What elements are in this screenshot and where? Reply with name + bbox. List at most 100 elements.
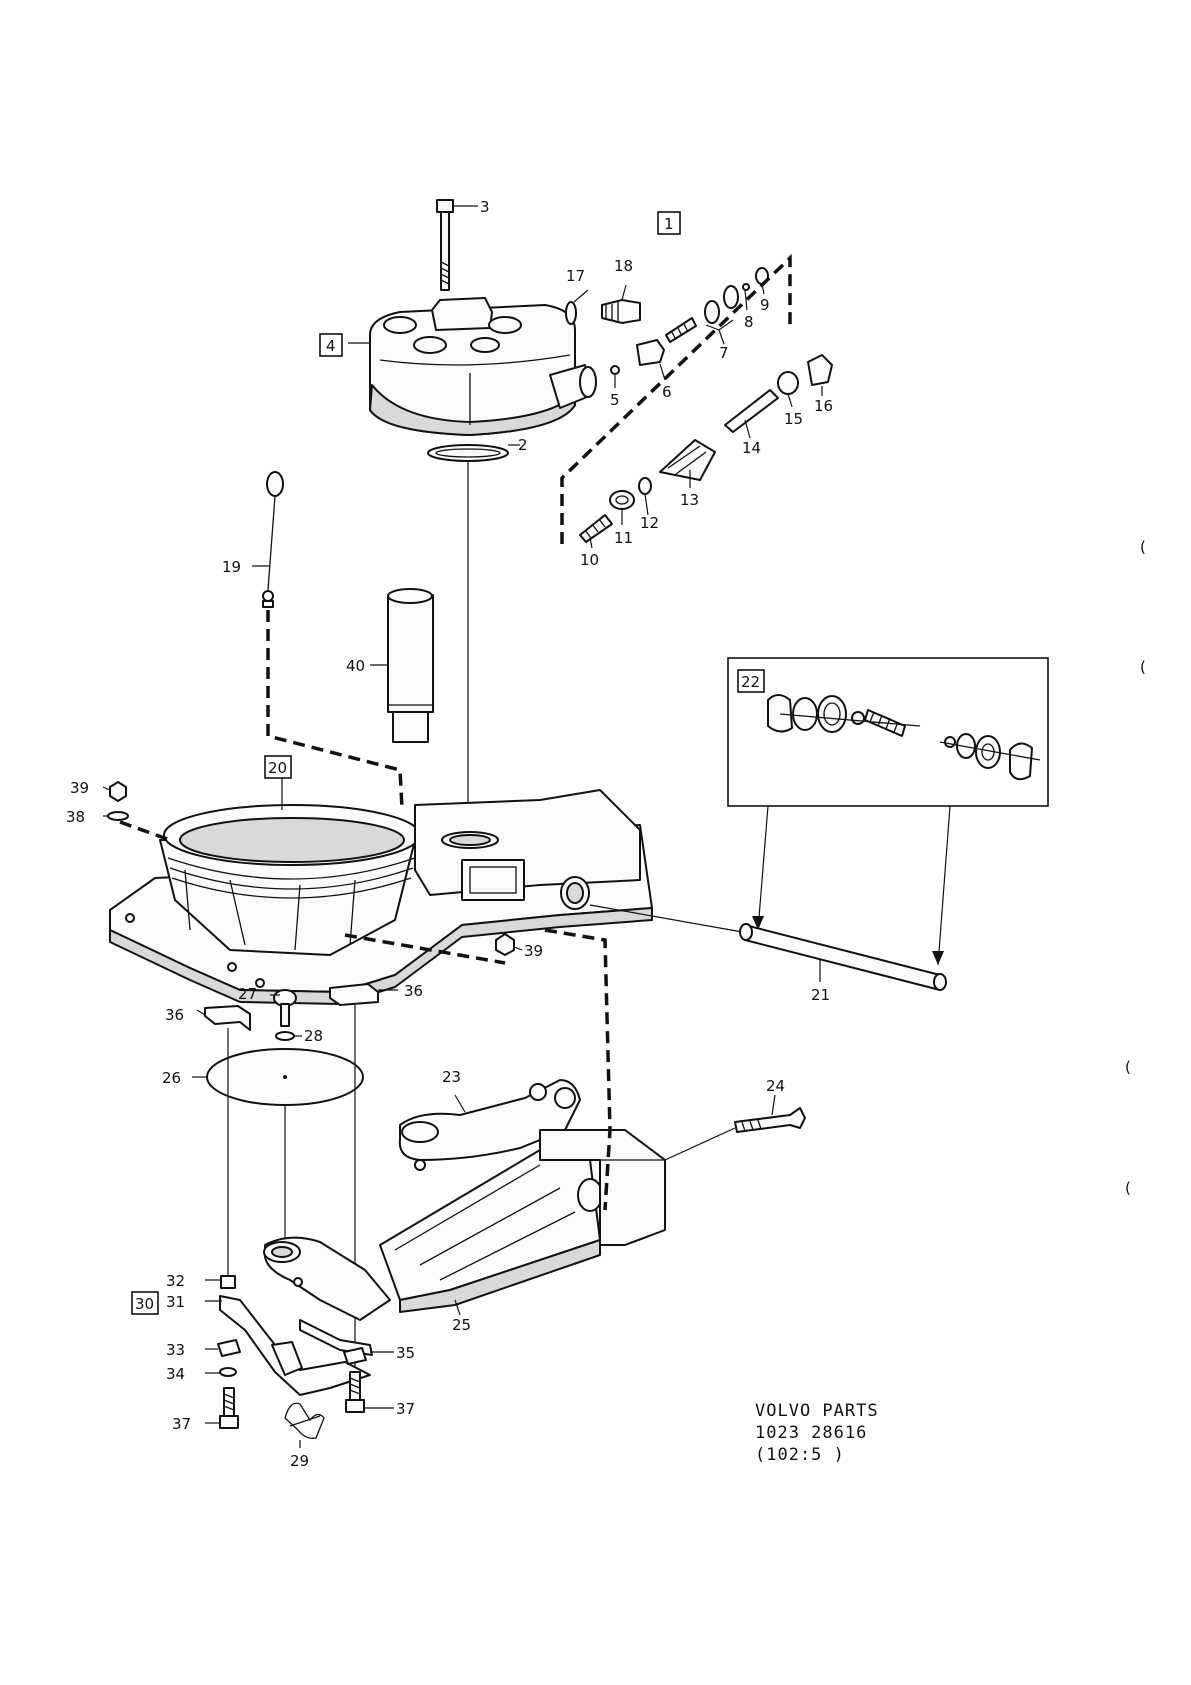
callout-39-right: 39 — [524, 942, 543, 960]
margin-mark: ( — [1125, 1179, 1131, 1197]
nut-right-dashes — [344, 933, 506, 965]
o-ring-2 — [427, 444, 509, 462]
callout-24: 24 — [766, 1077, 785, 1095]
washer-38 — [107, 811, 129, 821]
parts-caption: VOLVO PARTS 1023 28616 (102:5 ) — [755, 1401, 879, 1465]
callout-36-right: 36 — [404, 982, 423, 1000]
callout-labels: 3 1 17 18 4 5 6 7 8 9 2 10 11 12 13 14 1… — [66, 198, 833, 1470]
callout-15: 15 — [784, 410, 803, 428]
callout-30: 30 — [135, 1295, 154, 1313]
washer-17 — [565, 301, 577, 325]
ball-8 — [742, 283, 750, 291]
callout-27: 27 — [238, 985, 257, 1003]
arrow-head-right — [932, 951, 944, 965]
callout-19: 19 — [222, 558, 241, 576]
bolt-37-left — [219, 1387, 239, 1429]
union-nipple-18 — [601, 299, 641, 324]
washer-12 — [638, 477, 652, 495]
spring-kit-22 — [727, 657, 1049, 807]
callout-36-left: 36 — [165, 1006, 184, 1024]
callout-20: 20 — [268, 759, 287, 777]
callout-7: 7 — [719, 344, 729, 362]
margin-marks: ( ( ( ( — [1125, 538, 1146, 1197]
leader-lines — [102, 205, 823, 1448]
bolt-37-right — [345, 1371, 365, 1413]
callout-39-left: 39 — [70, 779, 89, 797]
callout-33: 33 — [166, 1341, 185, 1359]
callout-37-right: 37 — [396, 1400, 415, 1418]
callout-box-20 — [264, 755, 292, 779]
washer-28 — [275, 1031, 295, 1041]
lever-path-dashes — [544, 928, 612, 1211]
ball-5 — [610, 365, 620, 375]
valve-body-13 — [659, 439, 716, 481]
washer-33 — [217, 1339, 241, 1357]
nut-39-right — [495, 933, 515, 956]
callout-38: 38 — [66, 808, 85, 826]
callout-14: 14 — [742, 439, 761, 457]
clip-29 — [284, 1402, 325, 1439]
callout-16: 16 — [814, 397, 833, 415]
callout-32: 32 — [166, 1272, 185, 1290]
caption-line-3: (102:5 ) — [755, 1445, 845, 1465]
spacer-32 — [220, 1275, 236, 1289]
caption-line-2: 1023 28616 — [755, 1423, 867, 1443]
pipe-40 — [387, 588, 434, 743]
callout-2: 2 — [518, 436, 528, 454]
callout-34: 34 — [166, 1365, 185, 1383]
valve-piston-6 — [636, 339, 665, 366]
callout-12: 12 — [640, 514, 659, 532]
arrow-head-left — [752, 916, 764, 930]
dipstick-path-dashes — [266, 610, 404, 809]
washer-11 — [609, 490, 635, 510]
callout-35: 35 — [396, 1344, 415, 1362]
callout-26: 26 — [162, 1069, 181, 1087]
callout-31: 31 — [166, 1293, 185, 1311]
callout-6: 6 — [662, 383, 672, 401]
callout-box-30 — [131, 1291, 159, 1315]
callout-18: 18 — [614, 257, 633, 275]
callout-29: 29 — [290, 1452, 309, 1470]
bolt-24 — [664, 1107, 806, 1161]
shaft-21 — [589, 904, 947, 991]
nut-39-left — [109, 781, 127, 802]
spring-6a — [665, 317, 697, 343]
bracket-36-left — [204, 1005, 251, 1031]
callout-3: 3 — [480, 198, 490, 216]
margin-mark: ( — [1140, 658, 1146, 676]
washer-7b — [723, 285, 739, 309]
callout-22: 22 — [741, 673, 760, 691]
lever-23 — [398, 1079, 581, 1171]
stem-14 — [724, 389, 779, 433]
callout-1: 1 — [664, 215, 674, 233]
callout-23: 23 — [442, 1068, 461, 1086]
callout-4: 4 — [326, 337, 336, 355]
callout-box-22 — [737, 669, 765, 693]
callout-28: 28 — [304, 1027, 323, 1045]
margin-mark: ( — [1140, 538, 1146, 556]
dipstick-19 — [262, 471, 284, 608]
washer-35 — [343, 1347, 367, 1365]
callout-box-4 — [319, 333, 343, 357]
callout-37-left: 37 — [172, 1415, 191, 1433]
lever-arm-25 — [263, 1149, 603, 1321]
callout-9: 9 — [760, 296, 770, 314]
callout-25: 25 — [452, 1316, 471, 1334]
margin-mark: ( — [1125, 1058, 1131, 1076]
callout-40: 40 — [346, 657, 365, 675]
seal-15 — [777, 371, 799, 395]
callout-11: 11 — [614, 529, 633, 547]
callout-8: 8 — [744, 313, 754, 331]
callout-13: 13 — [680, 491, 699, 509]
callout-17: 17 — [566, 267, 585, 285]
washer-7a — [704, 300, 720, 324]
caption-line-1: VOLVO PARTS — [755, 1401, 879, 1421]
callout-21: 21 — [811, 986, 830, 1004]
screw-3 — [436, 199, 454, 291]
nut-path-dashes — [119, 820, 171, 842]
callout-10: 10 — [580, 551, 599, 569]
base-housing-20 — [109, 789, 653, 1005]
cap-16 — [807, 354, 833, 386]
arrow-22-left — [757, 805, 769, 931]
